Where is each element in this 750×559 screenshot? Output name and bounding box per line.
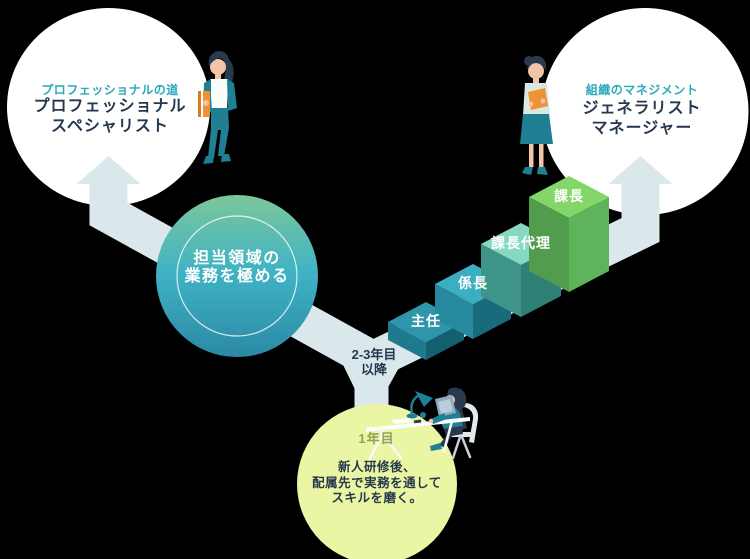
year1-description-line1: 新人研修後、 bbox=[337, 460, 417, 474]
specialist-circle-text: 担当領域の 業務を極める bbox=[184, 250, 289, 286]
papers-icon bbox=[392, 418, 412, 424]
step-4-top-face bbox=[529, 176, 609, 218]
desk-work-illustration bbox=[366, 387, 479, 462]
year1-stage-label: 1年目 bbox=[358, 431, 395, 446]
right-circle-title-line1: ジェネラリスト bbox=[582, 100, 702, 117]
step-4-right-face bbox=[569, 197, 609, 292]
step-1-left-face bbox=[388, 322, 426, 360]
career-steps bbox=[388, 176, 609, 360]
year1-description: 新人研修後、 配属先で実務を通して スキルを磨く。 bbox=[312, 460, 442, 507]
up-arrow-right-icon bbox=[608, 156, 673, 184]
left-circle-title-line2: スペシャリスト bbox=[51, 117, 169, 135]
specialist-circle bbox=[156, 195, 318, 357]
folder-icon bbox=[528, 88, 548, 110]
junction-label-line2: 以降 bbox=[360, 361, 388, 377]
year1-description-line2: 配属先で実務を通して bbox=[312, 475, 442, 490]
year1-description-line3: スキルを磨く。 bbox=[331, 491, 423, 505]
person-standing-left-illustration bbox=[198, 51, 237, 164]
step-label-4: 課長 bbox=[554, 188, 584, 204]
right-circle-title: ジェネラリスト マネージャー bbox=[582, 99, 701, 138]
up-arrow-left-icon bbox=[76, 156, 141, 184]
right-circle-title-line2: マネージャー bbox=[591, 119, 693, 137]
specialist-text-line1: 担当領域の bbox=[193, 250, 281, 267]
junction-label: 2-3年目 以降 bbox=[351, 347, 397, 377]
step-label-3: 課長代理 bbox=[491, 235, 551, 251]
step-label-1: 主任 bbox=[411, 313, 441, 329]
right-circle-eyebrow: 組織のマネジメント bbox=[585, 83, 699, 97]
step-4-left-face bbox=[529, 197, 569, 292]
goal-circle-left bbox=[7, 8, 210, 206]
chair-icon bbox=[464, 403, 479, 443]
specialist-circle-fill bbox=[156, 195, 318, 357]
step-label-2: 係長 bbox=[458, 275, 488, 291]
left-circle-eyebrow: プロフェッショナルの道 bbox=[41, 83, 179, 97]
left-circle-title-line1: プロフェッショナル bbox=[33, 98, 187, 115]
step-1-right-face bbox=[426, 322, 464, 360]
person-standing-right-illustration bbox=[520, 55, 553, 175]
goal-circle-right bbox=[541, 8, 749, 215]
specialist-circle-ring bbox=[176, 215, 298, 337]
desk-lamp-icon bbox=[410, 393, 421, 416]
year1-circle bbox=[297, 404, 457, 559]
step-2-left-face bbox=[435, 284, 473, 339]
desk-icon bbox=[366, 417, 470, 432]
step-box-1 bbox=[388, 302, 464, 360]
junction-label-line1: 2-3年目 bbox=[351, 347, 397, 362]
specialist-text-line2: 業務を極める bbox=[184, 268, 290, 285]
step-3-left-face bbox=[481, 244, 521, 317]
step-box-4 bbox=[529, 176, 609, 292]
cup-icon bbox=[420, 412, 426, 418]
left-circle-title: プロフェッショナル スペシャリスト bbox=[33, 97, 186, 136]
